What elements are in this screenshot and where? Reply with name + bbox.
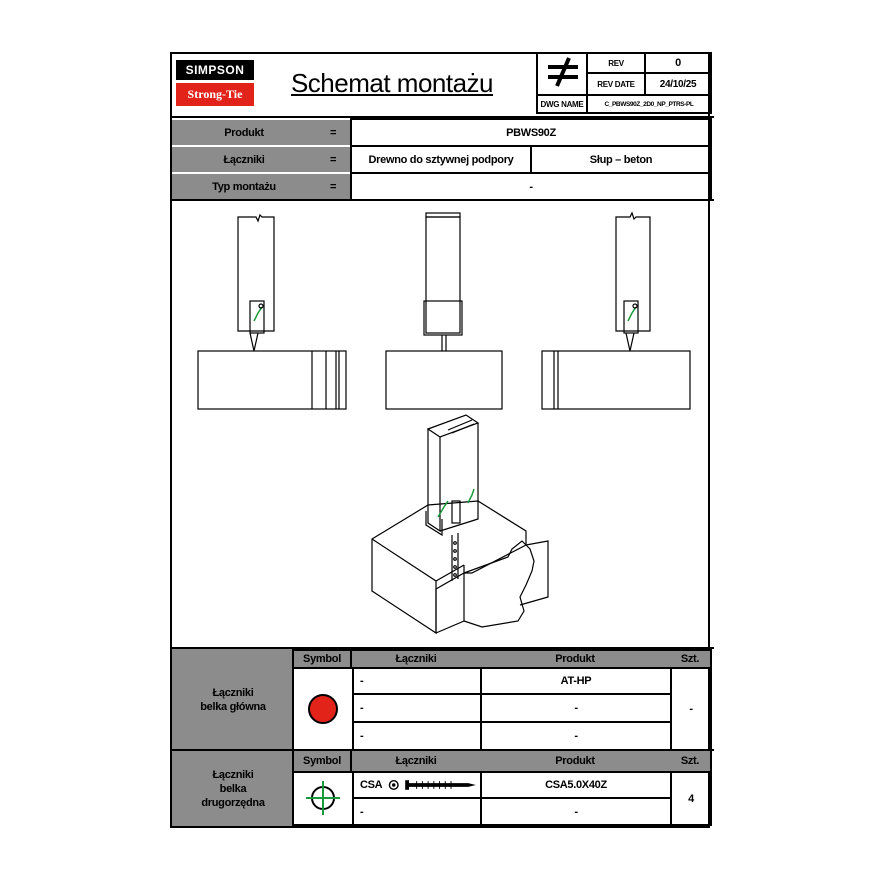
side-view-right bbox=[541, 211, 691, 410]
section-label-main: Łączniki belka główna bbox=[172, 649, 294, 751]
typ-montazu-eq: = bbox=[316, 174, 350, 199]
produkt-eq: = bbox=[316, 120, 350, 145]
col-laczniki-2: Łączniki bbox=[352, 751, 482, 773]
screw-icon bbox=[389, 779, 477, 791]
col-szt: Szt. bbox=[670, 649, 712, 669]
col-szt-2: Szt. bbox=[670, 751, 712, 773]
symbol-cell-secondary bbox=[292, 771, 354, 826]
page-title: Schemat montażu bbox=[290, 67, 494, 98]
installation-sheet: SIMPSON Strong-Tie Schemat montażu DWG N… bbox=[170, 52, 714, 828]
table1-szt: - bbox=[670, 667, 712, 751]
front-view-center bbox=[385, 212, 503, 410]
col-produkt: Produkt bbox=[480, 649, 672, 669]
rev-value: 0 bbox=[644, 52, 712, 74]
table1-row1-laczniki: - bbox=[352, 667, 482, 695]
laczniki-label: Łączniki bbox=[172, 147, 316, 172]
table2-row2-produkt: - bbox=[480, 797, 672, 826]
typ-montazu-label: Typ montażu bbox=[172, 174, 316, 199]
installation-drawing bbox=[197, 211, 691, 635]
side-view-left bbox=[197, 213, 347, 410]
not-equal-icon bbox=[536, 52, 588, 94]
laczniki-value-1: Drewno do sztywnej podpory bbox=[350, 145, 532, 174]
table2-szt: 4 bbox=[670, 771, 712, 826]
table1-row2-produkt: - bbox=[480, 693, 672, 723]
rev-label: REV bbox=[586, 52, 646, 74]
produkt-value: PBWS90Z bbox=[350, 118, 712, 147]
isometric-view bbox=[371, 414, 549, 635]
table1-row3-laczniki: - bbox=[352, 721, 482, 751]
typ-montazu-value: - bbox=[350, 172, 712, 201]
table2-row1-produkt: CSA5.0X40Z bbox=[480, 771, 672, 799]
table1-row2-laczniki: - bbox=[352, 693, 482, 723]
crosshair-icon bbox=[306, 781, 340, 815]
col-laczniki: Łączniki bbox=[352, 649, 482, 669]
table2-row1-laczniki: CSA bbox=[352, 771, 482, 799]
col-produkt-2: Produkt bbox=[480, 751, 672, 773]
csa-label: CSA bbox=[360, 779, 383, 791]
symbol-cell-main bbox=[292, 667, 354, 751]
col-symbol: Symbol bbox=[294, 649, 352, 669]
rev-date-label: REV DATE bbox=[586, 72, 646, 96]
col-symbol-2: Symbol bbox=[294, 751, 352, 773]
rev-date-value: 24/10/25 bbox=[644, 72, 712, 96]
laczniki-eq: = bbox=[316, 147, 350, 172]
laczniki-value-2: Słup – beton bbox=[530, 145, 712, 174]
brand-simpson: SIMPSON bbox=[176, 60, 254, 80]
red-circle-icon bbox=[308, 694, 338, 724]
dwg-name-value: C_PBWS90Z_2D0_NP_PTRS-PL bbox=[586, 94, 712, 114]
dwg-name-label: DWG NAME bbox=[536, 94, 588, 114]
section-label-secondary: Łączniki belka drugorzędna bbox=[172, 751, 294, 826]
brand-strongtie: Strong-Tie bbox=[176, 83, 254, 106]
table1-row1-produkt: AT-HP bbox=[480, 667, 672, 695]
table1-row3-produkt: - bbox=[480, 721, 672, 751]
table2-row2-laczniki: - bbox=[352, 797, 482, 826]
produkt-label: Produkt bbox=[172, 120, 316, 145]
